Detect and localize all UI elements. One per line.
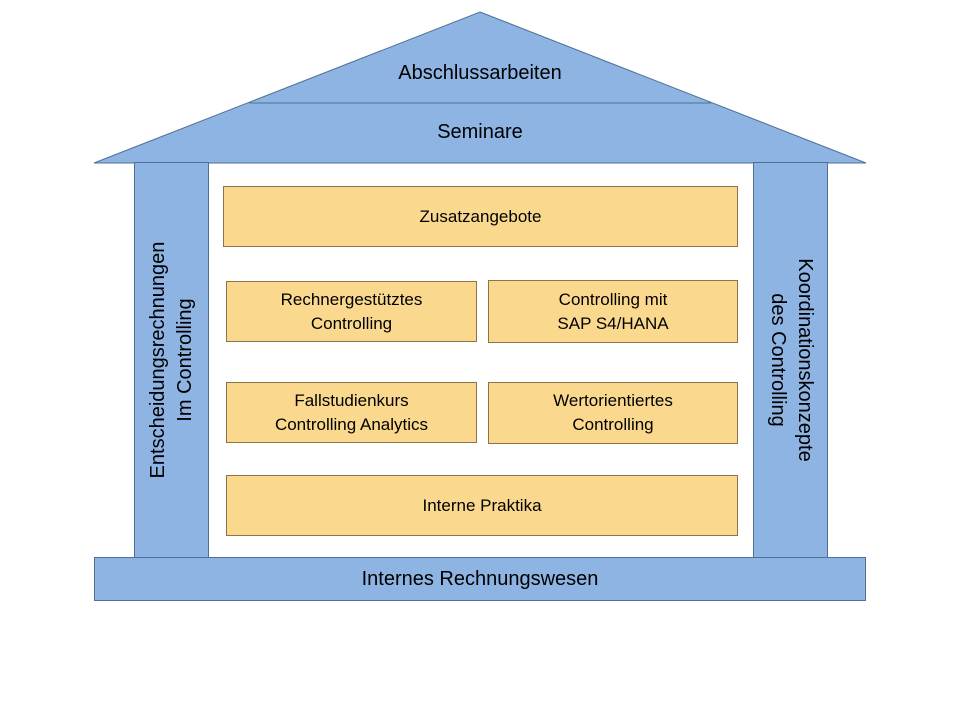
module-rechnergestuetztes-controlling: Rechnergestütztes Controlling xyxy=(226,281,477,342)
module-interne-praktika: Interne Praktika xyxy=(226,475,738,536)
roof-top-label: Abschlussarbeiten xyxy=(398,62,562,84)
pillar-left-line-1: Entscheidungsrechnungen xyxy=(146,241,169,479)
module-controlling-sap: Controlling mit SAP S4/HANA xyxy=(488,280,738,343)
module-fallstudienkurs: Fallstudienkurs Controlling Analytics xyxy=(226,382,477,443)
module-label-line-2: Controlling xyxy=(310,313,393,333)
module-label: Interne Praktika xyxy=(422,495,542,515)
pillar-right: Koordinationskonzepte des Controlling xyxy=(753,162,828,558)
foundation-label: Internes Rechnungswesen xyxy=(361,567,599,590)
pillar-right-label: Koordinationskonzepte des Controlling xyxy=(764,162,818,558)
module-label-line-1: Fallstudienkurs xyxy=(294,390,409,410)
roof-bottom-label: Seminare xyxy=(437,121,523,143)
module-label-line-2: SAP S4/HANA xyxy=(557,313,669,333)
module-label-line-2: Controlling xyxy=(572,415,654,434)
roof-shape xyxy=(93,11,867,164)
pillar-left: Entscheidungsrechnungen Im Controlling xyxy=(134,162,209,558)
module-wertorientiertes-controlling: Wertorientiertes Controlling xyxy=(488,382,738,444)
pillar-left-label: Entscheidungsrechnungen Im Controlling xyxy=(145,162,199,558)
pillar-left-line-2: Im Controlling xyxy=(173,298,196,422)
pillar-right-line-1: Koordinationskonzepte xyxy=(793,258,816,462)
module-label-line-1: Rechnergestütztes xyxy=(280,289,423,309)
module-label-line-2: Controlling Analytics xyxy=(274,414,429,434)
module-label-line-1: Wertorientiertes xyxy=(553,391,673,410)
module-zusatzangebote: Zusatzangebote xyxy=(223,186,738,247)
module-label-line-1: Controlling mit xyxy=(558,289,668,309)
foundation: Internes Rechnungswesen xyxy=(94,557,866,601)
pillar-right-line-2: des Controlling xyxy=(766,293,789,427)
module-label: Zusatzangebote xyxy=(419,206,542,226)
